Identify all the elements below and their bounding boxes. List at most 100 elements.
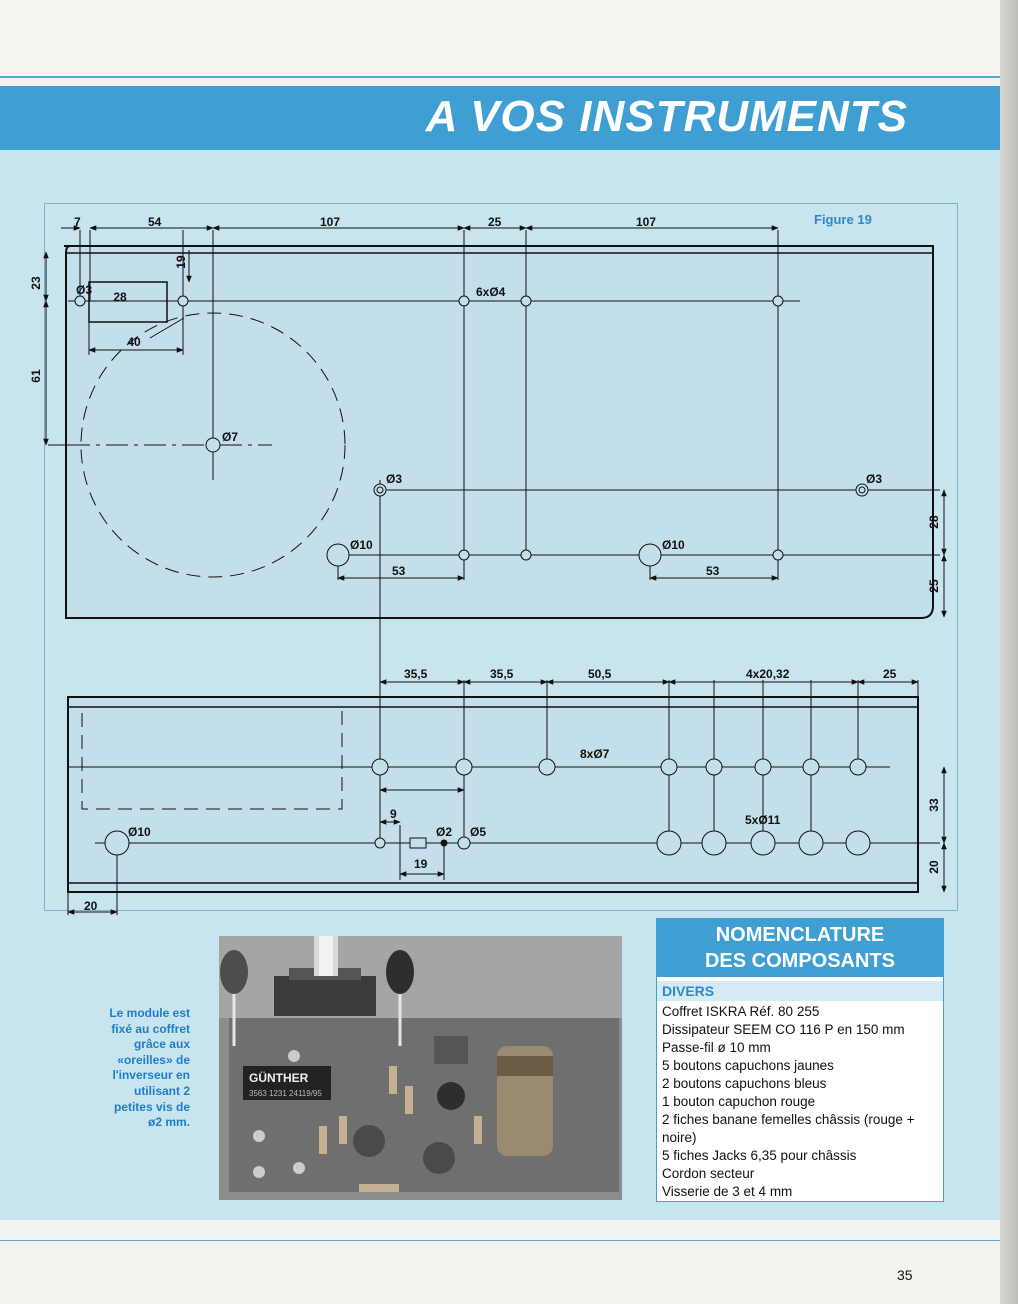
component-item: 2 boutons capuchons bleus: [662, 1076, 827, 1091]
hole-11mm: [750, 830, 776, 856]
component-item: Coffret ISKRA Réf. 80 255: [662, 1004, 820, 1019]
upper-holes: [74, 295, 869, 567]
dim-20-lower: 20: [84, 899, 98, 913]
hole-10mm-b: [638, 543, 662, 567]
label-d7: Ø7: [222, 430, 238, 444]
label-d3-right: Ø3: [866, 472, 882, 486]
dim-35-5-a: 35,5: [404, 667, 428, 681]
dim-54: 54: [148, 215, 162, 229]
hole-4mm: [458, 549, 470, 561]
label-d10-lower: Ø10: [128, 825, 151, 839]
label-5xd11: 5xØ11: [745, 813, 781, 827]
section-banner: A VOS INSTRUMENTS: [0, 86, 1000, 150]
hole-10mm-a: [326, 543, 350, 567]
dim-4x20-32: 4x20,32: [746, 667, 790, 681]
dim-25: 25: [488, 215, 502, 229]
photo-caption: Le module est fixé au coffret grâce aux …: [109, 1006, 190, 1130]
nomenclature-box: NOMENCLATURE DES COMPOSANTS DIVERS Coffr…: [656, 918, 944, 1202]
ic-chip: [243, 1066, 331, 1100]
label-d3-left: Ø3: [76, 283, 92, 297]
hole-2mm-right: [440, 839, 448, 847]
page-top-margin: [0, 0, 1018, 76]
svg-text:3563 1231 24119/95: 3563 1231 24119/95: [249, 1089, 322, 1098]
hole-3mm-left: [74, 295, 86, 307]
label-6xd4: 6xØ4: [476, 285, 506, 299]
hole-7mm: [538, 758, 556, 776]
component-item: 5 fiches Jacks 6,35 pour châssis: [662, 1148, 857, 1163]
component-item: Cordon secteur: [662, 1166, 755, 1181]
hole-11mm: [845, 830, 871, 856]
bottom-rule: [0, 1240, 1000, 1241]
dim-33-right: 33: [927, 798, 941, 812]
hole-7mm: [802, 758, 820, 776]
upper-panel: [48, 230, 940, 680]
component-item: 2 fiches banane femelles châssis (rouge …: [662, 1112, 915, 1145]
dim-25-right: 25: [927, 579, 941, 593]
hole-7mm: [754, 758, 772, 776]
dim-35-5-b: 35,5: [490, 667, 514, 681]
label-8xd7: 8xØ7: [580, 747, 610, 761]
dim-50-5: 50,5: [588, 667, 612, 681]
hole-4mm: [520, 549, 532, 561]
hole-5mm: [457, 836, 471, 850]
component-item: Passe-fil ø 10 mm: [662, 1040, 771, 1055]
hole-7mm: [205, 437, 221, 453]
page-number: 35: [897, 1267, 913, 1283]
label-d2: Ø2: [436, 825, 452, 839]
top-rule: [0, 76, 1000, 78]
lower-holes: [104, 758, 871, 856]
label-d10-b: Ø10: [662, 538, 685, 552]
nomenclature-title-line2: DES COMPOSANTS: [704, 950, 896, 972]
nomenclature-title: NOMENCLATURE DES COMPOSANTS: [657, 919, 943, 977]
upper-labels: 7 54 107 25 107 23 61 19 28 40 Ø3 6xØ4 Ø…: [29, 215, 941, 593]
nomenclature-title-line1: NOMENCLATURE: [715, 924, 885, 946]
dim-7: 7: [74, 215, 81, 229]
svg-text:GÜNTHER: GÜNTHER: [249, 1070, 309, 1085]
component-list: Coffret ISKRA Réf. 80 255 Dissipateur SE…: [662, 1003, 940, 1201]
lower-labels: 35,5 35,5 50,5 4x20,32 25 8xØ7 5xØ11 Ø10…: [84, 667, 941, 913]
hole-4mm: [772, 549, 784, 561]
lower-dimension-lines: [67, 679, 947, 915]
hole-7mm: [371, 758, 389, 776]
component-item: 5 boutons capuchons jaunes: [662, 1058, 834, 1073]
figure-label: Figure 19: [814, 212, 872, 227]
dim-19-small: 19: [174, 255, 188, 269]
hole-4mm: [520, 295, 532, 307]
lower-panel: [67, 680, 940, 915]
label-d5: Ø5: [470, 825, 486, 839]
dim-20-right: 20: [927, 860, 941, 874]
component-item: Dissipateur SEEM CO 116 P en 150 mm: [662, 1022, 905, 1037]
dim-61: 61: [29, 369, 43, 383]
dim-40: 40: [127, 335, 141, 349]
hole-2mm-left: [374, 837, 386, 849]
circuit-board-illustration: GÜNTHER 3563 1231 24119/95: [219, 936, 622, 1200]
hole-11mm: [656, 830, 682, 856]
mechanical-drawing: 7 54 107 25 107 23 61 19 28 40 Ø3 6xØ4 Ø…: [29, 215, 947, 915]
upper-dimension-lines: [43, 225, 947, 618]
nomenclature-section: DIVERS: [657, 981, 943, 1001]
dim-107-a: 107: [320, 215, 340, 229]
page-edge: [1000, 0, 1018, 1304]
component-item: Visserie de 3 et 4 mm: [662, 1184, 793, 1199]
label-d10-a: Ø10: [350, 538, 373, 552]
dim-28-right: 28: [927, 515, 941, 529]
dim-9: 9: [390, 807, 397, 821]
dim-53-b: 53: [706, 564, 720, 578]
hole-7mm: [660, 758, 678, 776]
figure-frame: [44, 203, 958, 911]
dim-28: 28: [113, 290, 127, 304]
hole-7mm: [849, 758, 867, 776]
hole-7mm: [705, 758, 723, 776]
section-title: A VOS INSTRUMENTS: [425, 92, 908, 141]
label-d3-mid: Ø3: [386, 472, 402, 486]
hole-11mm: [798, 830, 824, 856]
component-item: 1 bouton capuchon rouge: [662, 1094, 816, 1109]
dim-23: 23: [29, 276, 43, 290]
hole-7mm: [455, 758, 473, 776]
circuit-photo: GÜNTHER 3563 1231 24119/95: [219, 936, 622, 1200]
hole-3mm-module: [177, 295, 189, 307]
hole-11mm: [701, 830, 727, 856]
dim-107-b: 107: [636, 215, 656, 229]
dim-53-a: 53: [392, 564, 406, 578]
hole-10mm: [104, 830, 130, 856]
